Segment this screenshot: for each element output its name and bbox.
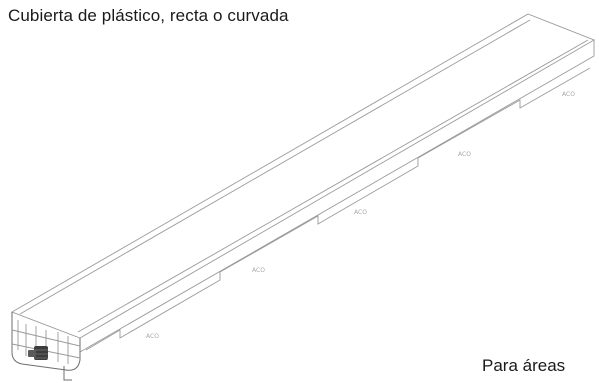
cover-skirt xyxy=(85,67,591,351)
figure-title: Cubierta de plástico, recta o curvada xyxy=(8,6,289,25)
edge-marking: ACO xyxy=(354,209,367,216)
edge-marking: ACO xyxy=(562,91,575,98)
cover-top-surface xyxy=(10,13,596,339)
edge-marking: ACO xyxy=(252,267,265,274)
edge-marking: ACO xyxy=(146,333,159,340)
cover-front-edge xyxy=(79,40,595,353)
caption-text: Para áreas xyxy=(482,356,566,375)
edge-marking: ACO xyxy=(458,151,471,158)
fastener-icon xyxy=(28,346,48,360)
cover-top-rim xyxy=(19,19,589,333)
